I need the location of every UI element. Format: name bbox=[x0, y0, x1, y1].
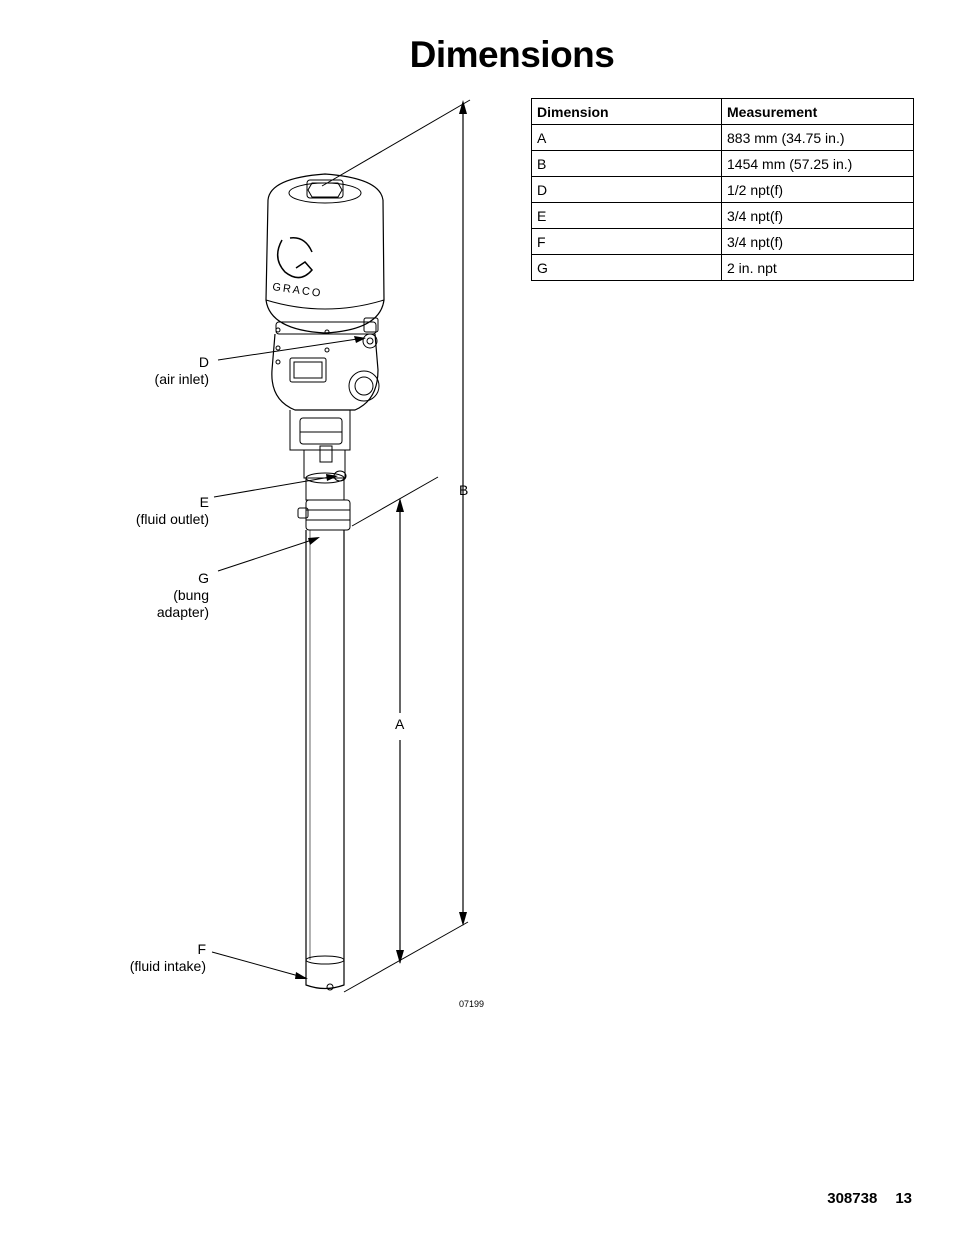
table-row: D 1/2 npt(f) bbox=[531, 176, 914, 203]
cell-measurement: 883 mm (34.75 in.) bbox=[721, 124, 914, 151]
callout-g: G (bung adapter) bbox=[156, 570, 209, 620]
page-footer: 308738 13 bbox=[827, 1190, 912, 1207]
cell-dimension: F bbox=[531, 228, 722, 255]
header-measurement: Measurement bbox=[721, 98, 914, 125]
dimension-label-b: B bbox=[459, 482, 469, 498]
table-row: A 883 mm (34.75 in.) bbox=[531, 124, 914, 151]
table-row: G 2 in. npt bbox=[531, 254, 914, 281]
callout-f: F (fluid intake) bbox=[129, 941, 206, 974]
cell-dimension: B bbox=[531, 150, 722, 177]
dimension-label-a: A bbox=[395, 716, 405, 732]
cell-measurement: 2 in. npt bbox=[721, 254, 914, 281]
dimensions-table: Dimension Measurement A 883 mm (34.75 in… bbox=[531, 98, 914, 281]
cell-measurement: 3/4 npt(f) bbox=[721, 202, 914, 229]
figure-number: 07199 bbox=[459, 999, 485, 1009]
header-dimension: Dimension bbox=[531, 98, 722, 125]
page-number: 13 bbox=[895, 1190, 912, 1207]
cell-dimension: G bbox=[531, 254, 722, 281]
cell-dimension: A bbox=[531, 124, 722, 151]
cell-measurement: 3/4 npt(f) bbox=[721, 228, 914, 255]
table-row: B 1454 mm (57.25 in.) bbox=[531, 150, 914, 177]
callout-d: D (air inlet) bbox=[154, 354, 209, 387]
graco-logo-text: GRACO bbox=[272, 281, 324, 300]
cell-measurement: 1/2 npt(f) bbox=[721, 176, 914, 203]
cell-measurement: 1454 mm (57.25 in.) bbox=[721, 150, 914, 177]
page-title: Dimensions bbox=[409, 34, 615, 75]
table-row: E 3/4 npt(f) bbox=[531, 202, 914, 229]
cell-dimension: E bbox=[531, 202, 722, 229]
cell-dimension: D bbox=[531, 176, 722, 203]
table-row: F 3/4 npt(f) bbox=[531, 228, 914, 255]
table-header-row: Dimension Measurement bbox=[531, 98, 914, 125]
document-number: 308738 bbox=[827, 1190, 878, 1207]
callout-e: E (fluid outlet) bbox=[135, 494, 209, 527]
